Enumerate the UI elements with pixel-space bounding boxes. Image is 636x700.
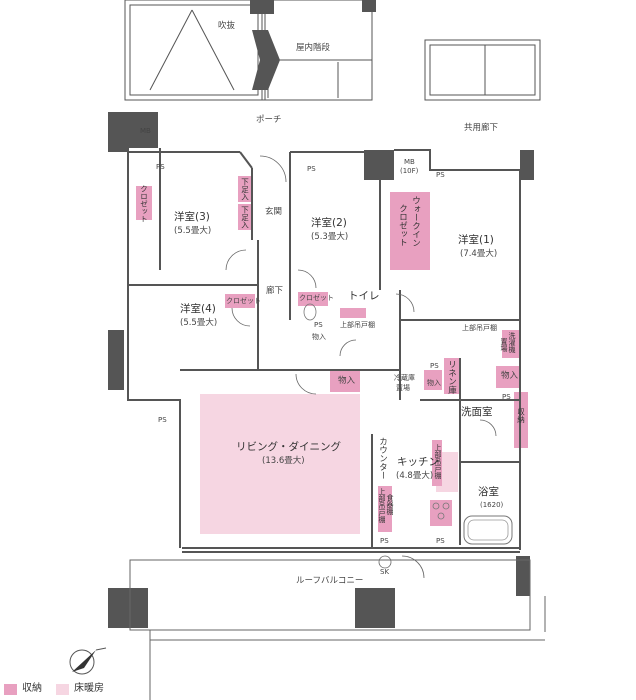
sk-icon — [378, 555, 392, 569]
label-laundry-storage: 収納 — [516, 408, 526, 423]
label-shoe-1: 下足入 — [240, 178, 250, 201]
label-genkan: 玄関 — [265, 207, 283, 217]
label-mb-10f-sub: (10F) — [400, 167, 419, 175]
floor-heating-living-upper — [200, 394, 300, 414]
storage-monoire-3 — [496, 366, 520, 388]
label-ps-2: PS — [307, 165, 316, 173]
storage-closet-4 — [225, 294, 255, 308]
label-upper-cab-toilet: 上部吊戸棚 — [340, 321, 375, 329]
storage-shoe-1 — [238, 176, 252, 202]
label-reizoko-2: 置場 — [396, 384, 410, 392]
label-pantry-upper: 上部吊戸棚 — [378, 488, 386, 523]
label-ps-3: PS — [436, 171, 445, 179]
label-sk: SK — [380, 568, 390, 576]
legend-floorheat-swatch — [56, 683, 69, 695]
label-mb: MB — [140, 127, 151, 135]
floor-heating-living — [200, 394, 360, 534]
label-monoire-small: 物入 — [312, 333, 326, 341]
legend-floorheat: 床暖房 — [56, 682, 104, 696]
label-monoire-3: 物入 — [501, 371, 519, 381]
upper-structure — [124, 0, 541, 101]
label-linen: リネン庫 — [446, 360, 457, 394]
door-swings — [225, 155, 497, 579]
label-kitchen-cab: 上部吊戸棚 — [434, 444, 442, 479]
roof-balcony-outline — [129, 559, 546, 700]
label-ps-7: PS — [380, 537, 389, 545]
label-ps-4: PS — [314, 321, 323, 329]
label-washer: 洗濯機 — [508, 332, 516, 353]
label-ps-1: PS — [156, 163, 165, 171]
label-living: リビング・ダイニング — [236, 441, 341, 453]
legend-storage-label: 収納 — [22, 683, 42, 695]
stove-icon — [432, 502, 450, 520]
storage-pantry — [378, 486, 392, 532]
legend-storage: 収納 — [4, 682, 42, 696]
label-western-2-size: (5.3畳大) — [311, 232, 349, 242]
north-arrow-icon — [69, 647, 107, 675]
label-closet-4: クロゼット — [226, 297, 261, 305]
storage-monoire-2 — [424, 370, 442, 390]
label-ps-9: PS — [158, 416, 167, 424]
storage-shoe-2 — [238, 204, 252, 230]
label-reizoko: 冷蔵庫 — [394, 374, 415, 382]
label-roof-balcony: ルーフバルコニー — [296, 576, 364, 586]
label-monoire-1: 物入 — [338, 376, 356, 386]
storage-monoire-1 — [330, 370, 360, 392]
toilet-icon — [303, 303, 317, 321]
label-closet-2: クロゼット — [299, 294, 334, 302]
label-counter: カウンター — [377, 437, 388, 480]
label-western-3: 洋室(3) — [174, 211, 210, 223]
label-stairs: 屋内階段 — [296, 43, 331, 53]
label-western-1: 洋室(1) — [458, 234, 494, 246]
label-ps-8: PS — [436, 537, 445, 545]
label-walkin-1: ウォークイン — [410, 196, 421, 247]
bathtub-icon — [463, 515, 513, 545]
label-bathroom-size: (1620) — [480, 501, 504, 509]
label-mb-10f: MB — [404, 158, 415, 166]
label-shoe-2: 下足入 — [240, 206, 250, 229]
label-corridor-common: 共用廊下 — [464, 123, 499, 133]
label-living-size: (13.6畳大) — [262, 456, 305, 466]
storage-toilet-cab — [340, 308, 366, 318]
storage-kitchen-cab — [432, 440, 442, 486]
storage-walkin — [390, 192, 430, 270]
storage-linen — [444, 358, 460, 394]
label-hallway: 廊下 — [266, 286, 284, 296]
label-washroom: 洗面室 — [461, 406, 493, 418]
label-western-2: 洋室(2) — [311, 217, 347, 229]
label-toilet: トイレ — [348, 290, 380, 302]
label-porch: ポーチ — [256, 115, 282, 125]
label-western-3-size: (5.5畳大) — [174, 226, 212, 236]
label-washer-2: 置場 — [500, 338, 508, 352]
legend-floorheat-label: 床暖房 — [74, 683, 104, 695]
label-western-1-size: (7.4畳大) — [460, 249, 498, 259]
label-kitchen: キッチン — [397, 456, 439, 468]
legend-storage-swatch — [4, 683, 17, 695]
storage-washer — [502, 330, 520, 358]
bath-inner — [467, 519, 509, 541]
label-closet-3: クロゼット — [139, 185, 149, 223]
label-monoire-2: 物入 — [427, 379, 441, 387]
label-ps-6: PS — [502, 393, 511, 401]
label-western-4-size: (5.5畳大) — [180, 318, 218, 328]
label-walkin-2: クロゼット — [397, 204, 408, 247]
label-bathroom: 浴室 — [478, 486, 499, 498]
structural-columns — [108, 0, 534, 628]
label-pantry: 食器棚 — [386, 494, 394, 515]
label-western-4: 洋室(4) — [180, 303, 216, 315]
storage-closet-2 — [298, 292, 328, 306]
label-ps-5: PS — [430, 362, 439, 370]
label-fukinuke: 吹抜 — [218, 21, 236, 31]
label-upper-cab-wash: 上部吊戸棚 — [462, 324, 497, 332]
label-kitchen-size: (4.8畳大) — [396, 471, 434, 481]
storage-closet-3 — [136, 186, 152, 220]
walls — [127, 148, 521, 553]
